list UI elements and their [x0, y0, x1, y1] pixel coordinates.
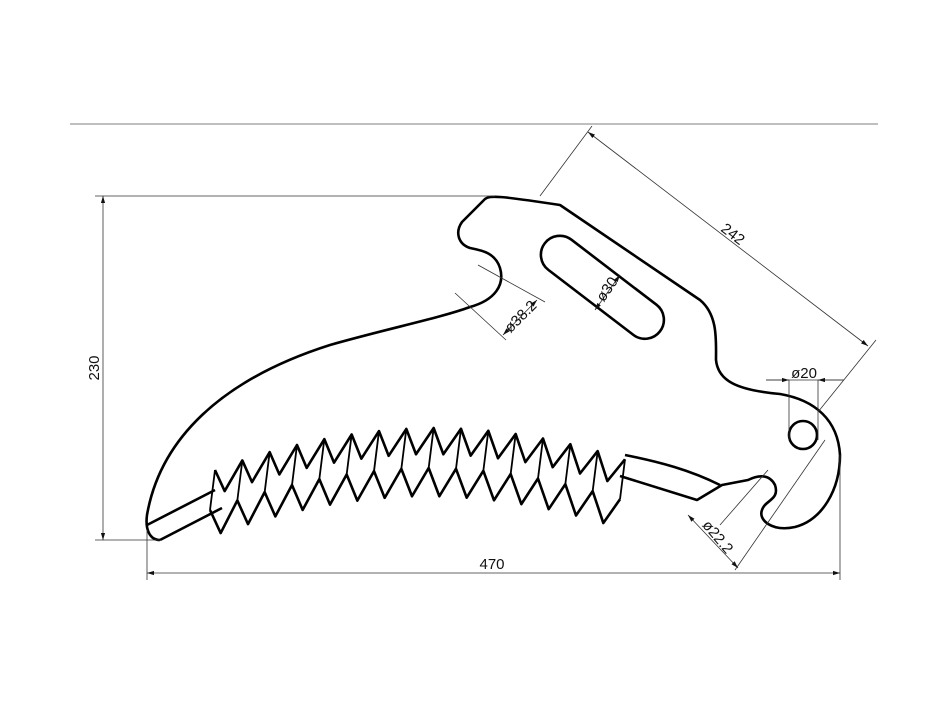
dimension-470: 470 — [146, 455, 841, 580]
dimension-230: 230 — [86, 195, 495, 541]
serration-tooth-lines — [209, 427, 626, 511]
dimension-slot-30: ø30 — [593, 274, 622, 311]
dimension-label-242: 242 — [718, 220, 748, 249]
hole-20 — [787, 419, 819, 451]
hook-edge — [624, 453, 721, 487]
serration-tooth-line — [291, 444, 298, 486]
dimension-label-470: 470 — [479, 556, 504, 573]
dimension-hole-20: ø20 — [766, 365, 844, 440]
dimension-242: 242 — [539, 125, 877, 413]
serration-tooth-line — [345, 434, 353, 475]
serration-tooth-line — [427, 427, 435, 469]
dimension-label-230: 230 — [86, 355, 103, 380]
serration-tooth-line — [482, 430, 490, 471]
dimension-label-22-2: ø22.2 — [699, 517, 737, 557]
serration-tooth-line — [509, 433, 517, 475]
serration-upper-edge — [213, 426, 627, 493]
serration-lower-edge — [208, 466, 622, 535]
serration-tooth-line — [263, 452, 271, 493]
blade-outline — [145, 195, 842, 542]
serration-tooth-line — [537, 438, 544, 479]
serration-tooth-line — [455, 428, 462, 469]
blade-tip-edge — [146, 488, 223, 542]
serration-tooth-line — [373, 430, 380, 472]
serration-tooth-line — [619, 459, 626, 500]
serration-tooth-line — [400, 428, 408, 470]
serration-tooth-line — [591, 450, 599, 492]
serration-tooth-line — [564, 444, 572, 485]
serration-tooth-line — [318, 439, 326, 480]
serration-tooth-line — [236, 460, 244, 501]
dimension-hook-22-2: ø22.2 — [687, 439, 826, 571]
dimension-label-20: ø20 — [791, 365, 817, 382]
